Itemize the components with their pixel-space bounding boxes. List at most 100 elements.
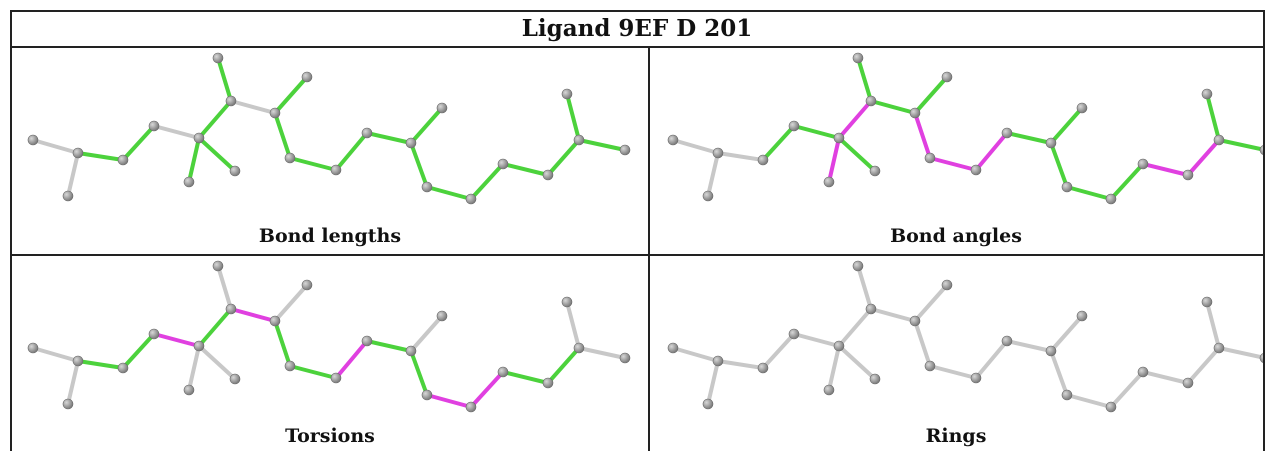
atom bbox=[1213, 134, 1225, 146]
bond-plain bbox=[837, 307, 873, 348]
atom bbox=[1137, 366, 1149, 378]
atom bbox=[865, 95, 877, 107]
bond-ok bbox=[856, 56, 873, 103]
atom bbox=[1259, 353, 1263, 363]
atom bbox=[183, 176, 195, 188]
bond-ok bbox=[187, 136, 201, 184]
bond-ok bbox=[273, 75, 309, 115]
atom bbox=[405, 345, 417, 357]
atom bbox=[301, 71, 313, 83]
atom bbox=[909, 315, 921, 327]
atom bbox=[436, 102, 448, 114]
atom bbox=[148, 328, 160, 340]
atom bbox=[229, 165, 241, 177]
atom bbox=[702, 398, 714, 410]
bond-ok bbox=[1065, 185, 1113, 201]
atom bbox=[970, 164, 982, 176]
atom bbox=[573, 134, 585, 146]
bond-plain bbox=[1109, 370, 1145, 409]
atom bbox=[193, 340, 205, 352]
molecule-bond-angles bbox=[667, 52, 1263, 205]
atom bbox=[823, 384, 835, 396]
atom bbox=[1105, 193, 1117, 205]
atom bbox=[1076, 102, 1088, 114]
caption-bond-angles: Bond angles bbox=[890, 225, 1022, 247]
atom bbox=[667, 134, 679, 146]
bond-plain bbox=[1141, 370, 1190, 385]
atom bbox=[1105, 401, 1117, 413]
atom bbox=[405, 137, 417, 149]
atom bbox=[619, 352, 631, 364]
atom bbox=[542, 169, 554, 181]
bond-ok bbox=[121, 332, 156, 370]
atom bbox=[1045, 137, 1057, 149]
atom bbox=[27, 342, 39, 354]
ligand-title: Ligand 9EF D 201 bbox=[521, 15, 753, 42]
column-divider bbox=[648, 46, 650, 451]
bond-outlier bbox=[1141, 162, 1190, 177]
bond-plain bbox=[706, 151, 720, 198]
frame-right-border bbox=[1263, 10, 1265, 451]
atom bbox=[712, 147, 724, 159]
atom bbox=[712, 355, 724, 367]
atom bbox=[117, 362, 129, 374]
bond-ok bbox=[546, 138, 581, 177]
bond-plain bbox=[913, 283, 949, 323]
bond-ok bbox=[869, 99, 917, 115]
bond-outlier bbox=[425, 393, 473, 409]
caption-torsions: Torsions bbox=[285, 425, 375, 447]
bond-ok bbox=[76, 359, 125, 370]
bond-ok bbox=[1049, 106, 1084, 145]
bond-ok bbox=[501, 370, 550, 385]
bond-ok bbox=[197, 136, 237, 173]
atom bbox=[970, 372, 982, 384]
panel-bond-angles bbox=[650, 48, 1275, 205]
atom bbox=[941, 71, 953, 83]
bond-plain bbox=[565, 300, 581, 350]
bond-ok bbox=[288, 156, 338, 172]
bond-plain bbox=[671, 138, 720, 155]
atom bbox=[619, 144, 631, 156]
bond-plain bbox=[31, 138, 80, 155]
atom bbox=[788, 328, 800, 340]
bond-ok bbox=[501, 162, 550, 177]
atom bbox=[212, 52, 224, 64]
atom bbox=[330, 372, 342, 384]
molecule-torsions bbox=[27, 260, 631, 413]
atom bbox=[833, 340, 845, 352]
bond-plain bbox=[856, 264, 873, 311]
bond-plain bbox=[928, 364, 978, 380]
caption-bond-lengths: Bond lengths bbox=[258, 225, 402, 247]
bond-ok bbox=[1049, 141, 1069, 189]
bond-plain bbox=[187, 344, 201, 392]
bond-ok bbox=[197, 99, 233, 140]
bond-ok bbox=[761, 124, 796, 162]
atom bbox=[229, 373, 241, 385]
bond-ok bbox=[837, 136, 877, 173]
bond-plain bbox=[31, 346, 80, 363]
bond-ok bbox=[409, 141, 429, 189]
atom bbox=[1213, 342, 1225, 354]
molecule-bond-lengths bbox=[27, 52, 631, 205]
bond-outlier bbox=[913, 111, 932, 160]
molecule-rings bbox=[667, 260, 1263, 413]
bond-ok bbox=[577, 138, 627, 152]
bond-ok bbox=[76, 151, 125, 162]
title-divider bbox=[10, 46, 1265, 48]
bond-plain bbox=[66, 151, 80, 198]
frame-left-border bbox=[10, 10, 12, 451]
panel-bond-lengths bbox=[12, 48, 648, 205]
atom bbox=[924, 152, 936, 164]
atom bbox=[865, 303, 877, 315]
bond-plain bbox=[152, 124, 201, 140]
bond-ok bbox=[273, 319, 292, 368]
atom bbox=[573, 342, 585, 354]
atom bbox=[1182, 377, 1194, 389]
bond-plain bbox=[1205, 300, 1221, 350]
atom bbox=[284, 360, 296, 372]
bond-ok bbox=[565, 92, 581, 142]
atom bbox=[284, 152, 296, 164]
atom bbox=[62, 190, 74, 202]
panel-rings bbox=[650, 256, 1275, 413]
bond-ok bbox=[365, 131, 413, 145]
